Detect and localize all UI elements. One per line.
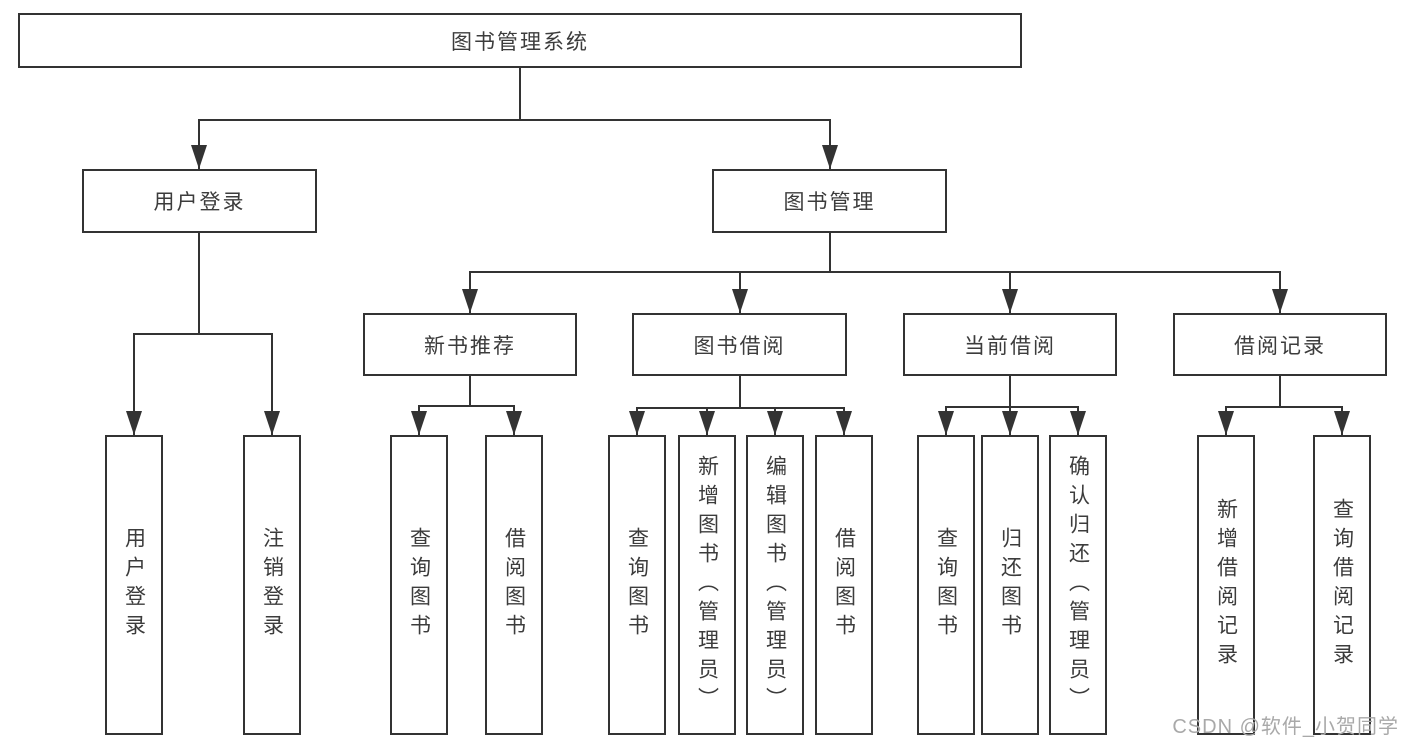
leaf-edit-books-admin-label: 编辑图书（管理员） bbox=[763, 454, 787, 716]
leaf-borrow-books: 借阅图书 bbox=[815, 435, 873, 735]
connector bbox=[945, 406, 1079, 408]
connector bbox=[829, 119, 831, 169]
node-borrow-records: 借阅记录 bbox=[1173, 313, 1387, 376]
arrow-down-icon bbox=[1002, 289, 1018, 313]
arrow-down-icon bbox=[1334, 411, 1350, 435]
leaf-query-books-recommend: 查询图书 bbox=[390, 435, 448, 735]
leaf-edit-books-admin: 编辑图书（管理员） bbox=[746, 435, 804, 735]
leaf-query-books-current-label: 查询图书 bbox=[934, 527, 958, 643]
arrow-down-icon bbox=[699, 411, 715, 435]
leaf-confirm-return-admin-label: 确认归还（管理员） bbox=[1066, 454, 1090, 716]
leaf-logout-label: 注销登录 bbox=[260, 527, 284, 643]
connector bbox=[469, 271, 1281, 273]
leaf-add-books-admin: 新增图书（管理员） bbox=[678, 435, 736, 735]
connector bbox=[636, 407, 845, 409]
node-borrow-records-label: 借阅记录 bbox=[1234, 334, 1326, 358]
arrow-down-icon bbox=[822, 145, 838, 169]
connector bbox=[271, 333, 273, 435]
connector bbox=[133, 333, 135, 435]
watermark: CSDN @软件_小贺同学 bbox=[1172, 716, 1399, 738]
arrow-down-icon bbox=[767, 411, 783, 435]
leaf-borrow-books-recommend: 借阅图书 bbox=[485, 435, 543, 735]
node-new-book-recommend-label: 新书推荐 bbox=[424, 334, 516, 358]
connector bbox=[829, 233, 831, 271]
connector bbox=[469, 376, 471, 405]
leaf-add-borrow-record: 新增借阅记录 bbox=[1197, 435, 1255, 735]
leaf-add-borrow-record-label: 新增借阅记录 bbox=[1214, 498, 1238, 672]
arrow-down-icon bbox=[126, 411, 142, 435]
leaf-borrow-books-label: 借阅图书 bbox=[832, 527, 856, 643]
leaf-query-books-recommend-label: 查询图书 bbox=[407, 527, 431, 643]
leaf-query-borrow-record: 查询借阅记录 bbox=[1313, 435, 1371, 735]
connector bbox=[198, 233, 200, 333]
node-new-book-recommend: 新书推荐 bbox=[363, 313, 577, 376]
node-book-management-label: 图书管理 bbox=[783, 191, 876, 214]
node-root: 图书管理系统 bbox=[18, 13, 1022, 68]
node-book-borrow: 图书借阅 bbox=[632, 313, 847, 376]
node-current-borrow-label: 当前借阅 bbox=[964, 334, 1056, 358]
arrow-down-icon bbox=[191, 145, 207, 169]
leaf-query-borrow-record-label: 查询借阅记录 bbox=[1330, 498, 1354, 672]
node-root-label: 图书管理系统 bbox=[451, 30, 589, 54]
node-book-borrow-label: 图书借阅 bbox=[693, 334, 786, 358]
arrow-down-icon bbox=[629, 411, 645, 435]
leaf-query-books-borrow: 查询图书 bbox=[608, 435, 666, 735]
arrow-down-icon bbox=[1070, 411, 1086, 435]
node-book-management: 图书管理 bbox=[712, 169, 947, 233]
connector bbox=[198, 119, 831, 121]
connector bbox=[739, 376, 741, 407]
leaf-borrow-books-recommend-label: 借阅图书 bbox=[502, 527, 526, 643]
arrow-down-icon bbox=[732, 289, 748, 313]
connector bbox=[1279, 376, 1281, 406]
connector bbox=[1225, 406, 1343, 408]
arrow-down-icon bbox=[938, 411, 954, 435]
leaf-confirm-return-admin: 确认归还（管理员） bbox=[1049, 435, 1107, 735]
connector bbox=[1009, 376, 1011, 406]
node-user-login-label: 用户登录 bbox=[153, 191, 246, 214]
arrow-down-icon bbox=[836, 411, 852, 435]
node-current-borrow: 当前借阅 bbox=[903, 313, 1117, 376]
arrow-down-icon bbox=[264, 411, 280, 435]
leaf-query-books-current: 查询图书 bbox=[917, 435, 975, 735]
leaf-user-login-label: 用户登录 bbox=[122, 527, 146, 643]
arrow-down-icon bbox=[506, 411, 522, 435]
leaf-add-books-admin-label: 新增图书（管理员） bbox=[695, 454, 719, 716]
arrow-down-icon bbox=[462, 289, 478, 313]
leaf-query-books-borrow-label: 查询图书 bbox=[625, 527, 649, 643]
leaf-logout: 注销登录 bbox=[243, 435, 301, 735]
connector bbox=[418, 405, 515, 407]
connector bbox=[519, 68, 521, 119]
arrow-down-icon bbox=[1272, 289, 1288, 313]
arrow-down-icon bbox=[411, 411, 427, 435]
leaf-return-books: 归还图书 bbox=[981, 435, 1039, 735]
leaf-return-books-label: 归还图书 bbox=[998, 527, 1022, 643]
connector bbox=[133, 333, 273, 335]
arrow-down-icon bbox=[1218, 411, 1234, 435]
arrow-down-icon bbox=[1002, 411, 1018, 435]
node-user-login: 用户登录 bbox=[82, 169, 317, 233]
leaf-user-login: 用户登录 bbox=[105, 435, 163, 735]
connector bbox=[198, 119, 200, 169]
